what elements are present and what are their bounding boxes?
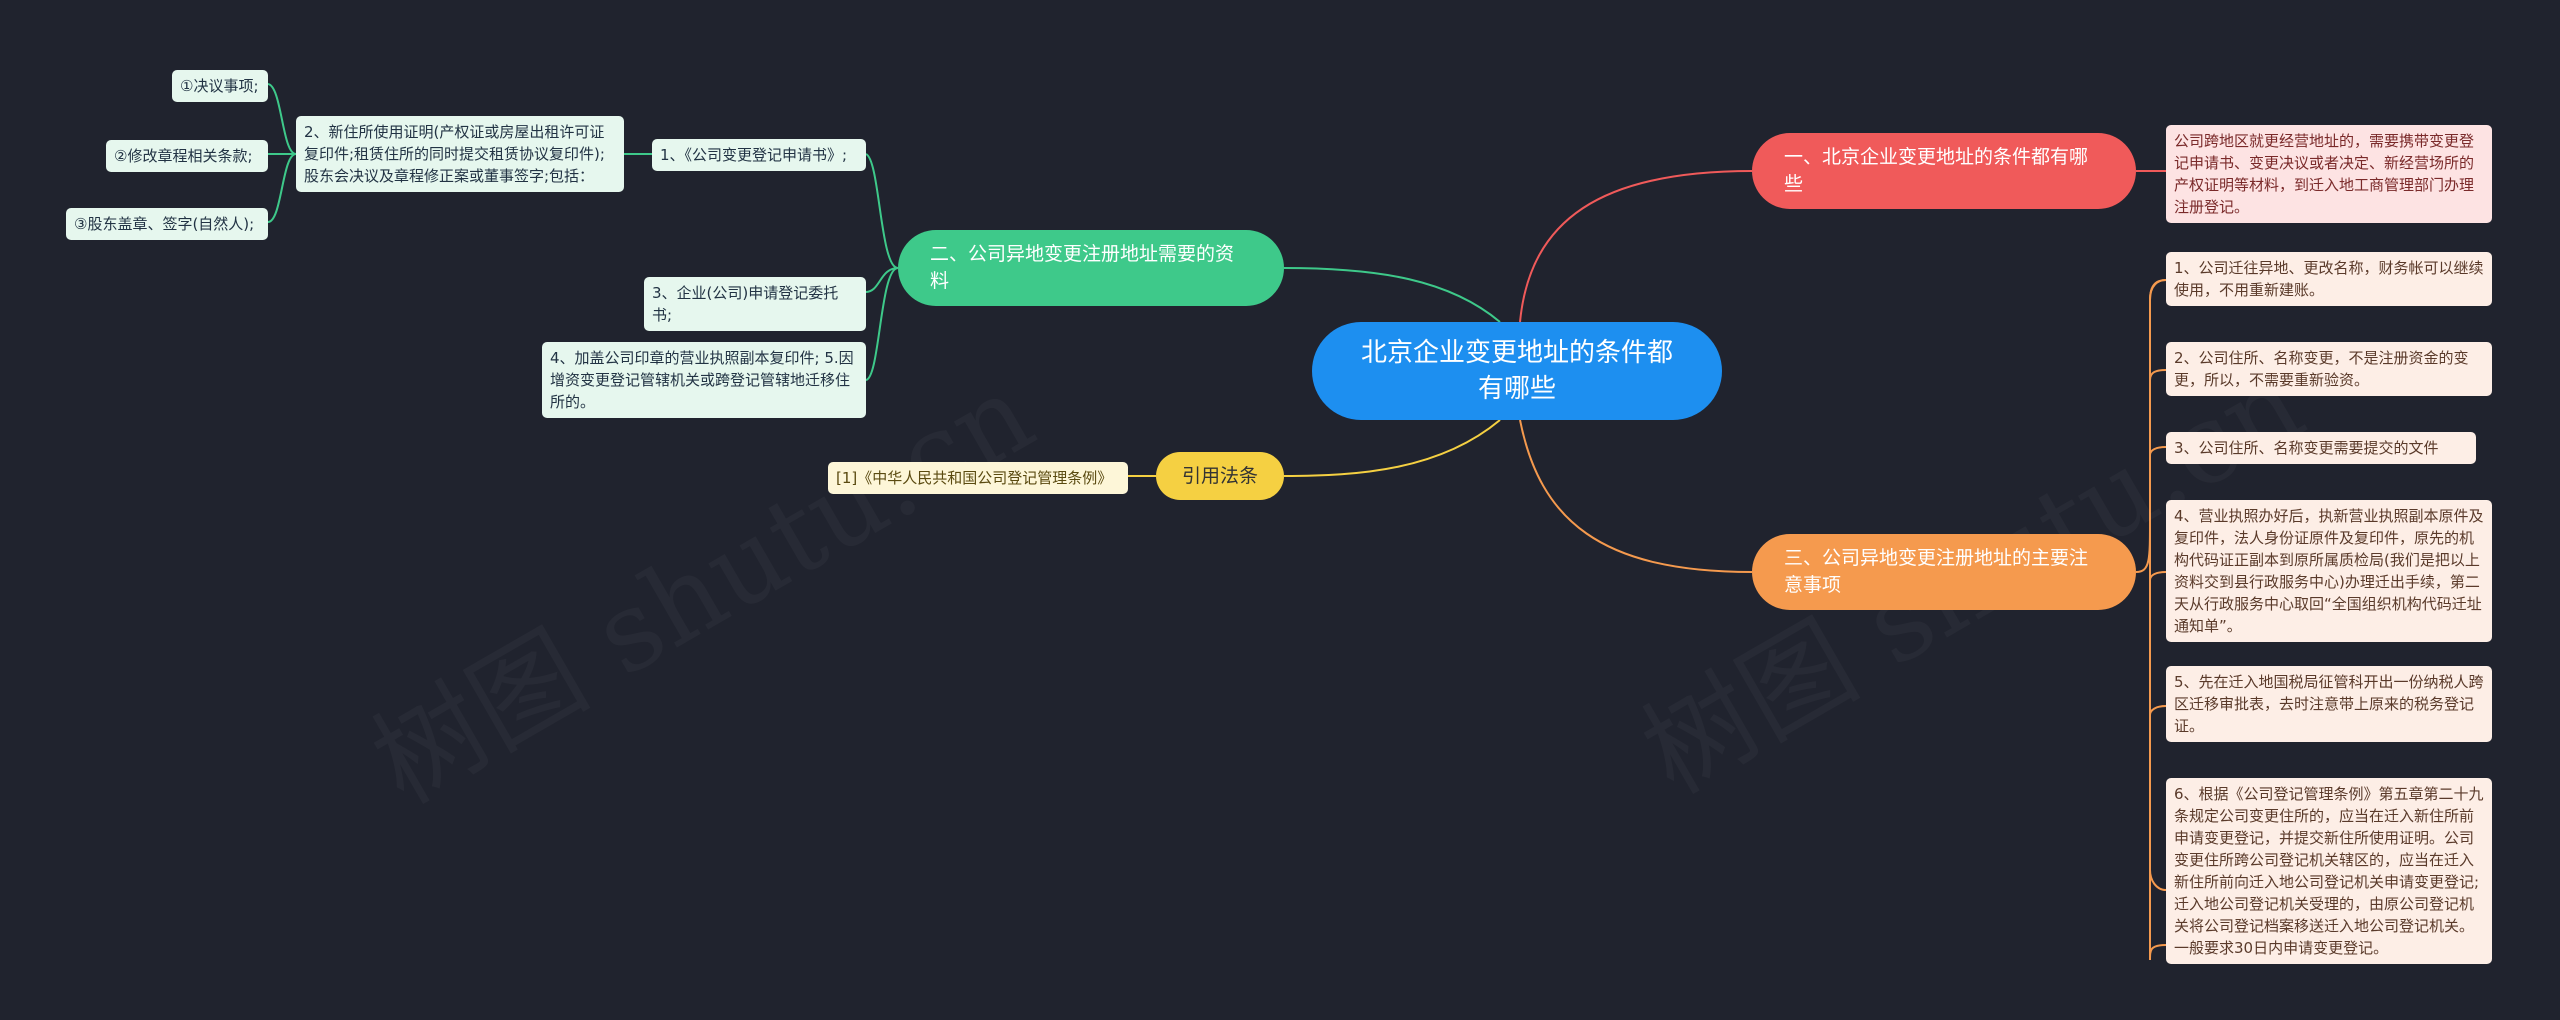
leaf-materials-item4[interactable]: 4、加盖公司印章的营业执照副本复印件; 5.因增资变更登记管辖机关或跨登记管辖地… xyxy=(542,342,866,418)
link-b3-l4 xyxy=(2149,571,2167,581)
branch-law[interactable]: 引用法条 xyxy=(1156,452,1284,500)
link-b3-l3 xyxy=(2149,446,2167,456)
leaf-conditions-1[interactable]: 公司跨地区就更经营地址的，需要携带变更登记申请书、变更决议或者决定、新经营场所的… xyxy=(2166,125,2492,223)
branch-notes[interactable]: 三、公司异地变更注册地址的主要注意事项 xyxy=(1752,534,2136,610)
leaf-notes-2[interactable]: 2、公司住所、名称变更，不是注册资金的变更，所以，不需要重新验资。 xyxy=(2166,342,2492,396)
branch-materials[interactable]: 二、公司异地变更注册地址需要的资料 xyxy=(898,230,1284,306)
link-center-b3 xyxy=(1519,419,1753,573)
link-center-b2 xyxy=(1283,267,1501,323)
leaf-materials-detail[interactable]: 2、新住所使用证明(产权证或房屋出租许可证复印件;租赁住所的同时提交租赁协议复印… xyxy=(296,116,624,192)
link-b3-l6 xyxy=(2149,869,2167,891)
leaf-law-1[interactable]: [1]《中华人民共和国公司登记管理条例》 xyxy=(828,462,1128,494)
leaf-materials-item3[interactable]: 3、企业(公司)申请登记委托书; xyxy=(644,277,866,331)
leaf-sub-3[interactable]: ③股东盖章、签字(自然人); xyxy=(66,208,268,240)
branch-conditions[interactable]: 一、北京企业变更地址的条件都有哪些 xyxy=(1752,133,2136,209)
leaf-notes-3[interactable]: 3、公司住所、名称变更需要提交的文件 xyxy=(2166,432,2476,464)
link-detail-sub1 xyxy=(267,83,297,155)
link-b2-item1 xyxy=(865,153,899,269)
leaf-notes-1[interactable]: 1、公司迁往异地、更改名称，财务帐可以继续使用，不用重新建账。 xyxy=(2166,252,2492,306)
link-detail-sub3 xyxy=(267,153,297,223)
leaf-notes-6[interactable]: 6、根据《公司登记管理条例》第五章第二十九条规定公司变更住所的，应当在迁入新住所… xyxy=(2166,778,2492,964)
leaf-sub-1[interactable]: ①决议事项; xyxy=(172,70,268,102)
link-b2-item3 xyxy=(865,267,899,293)
link-b3-l5 xyxy=(2149,705,2167,716)
leaf-notes-4[interactable]: 4、营业执照办好后，执新营业执照副本原件及复印件，法人身份证原件及复印件，原先的… xyxy=(2166,500,2492,642)
leaf-sub-2[interactable]: ②修改章程相关条款; xyxy=(106,140,268,172)
link-b3-l2 xyxy=(2149,369,2167,381)
leaf-notes-5[interactable]: 5、先在迁入地国税局征管科开出一份纳税人跨区迁移审批表，去时注意带上原来的税务登… xyxy=(2166,666,2492,742)
leaf-materials-item1[interactable]: 1、《公司变更登记申请书》; xyxy=(652,139,866,171)
center-topic[interactable]: 北京企业变更地址的条件都有哪些 xyxy=(1312,322,1722,420)
link-center-law xyxy=(1283,419,1501,477)
link-center-b1 xyxy=(1519,170,1753,323)
link-b2-item4 xyxy=(865,267,899,381)
link-b3-l1 xyxy=(2149,279,2167,301)
